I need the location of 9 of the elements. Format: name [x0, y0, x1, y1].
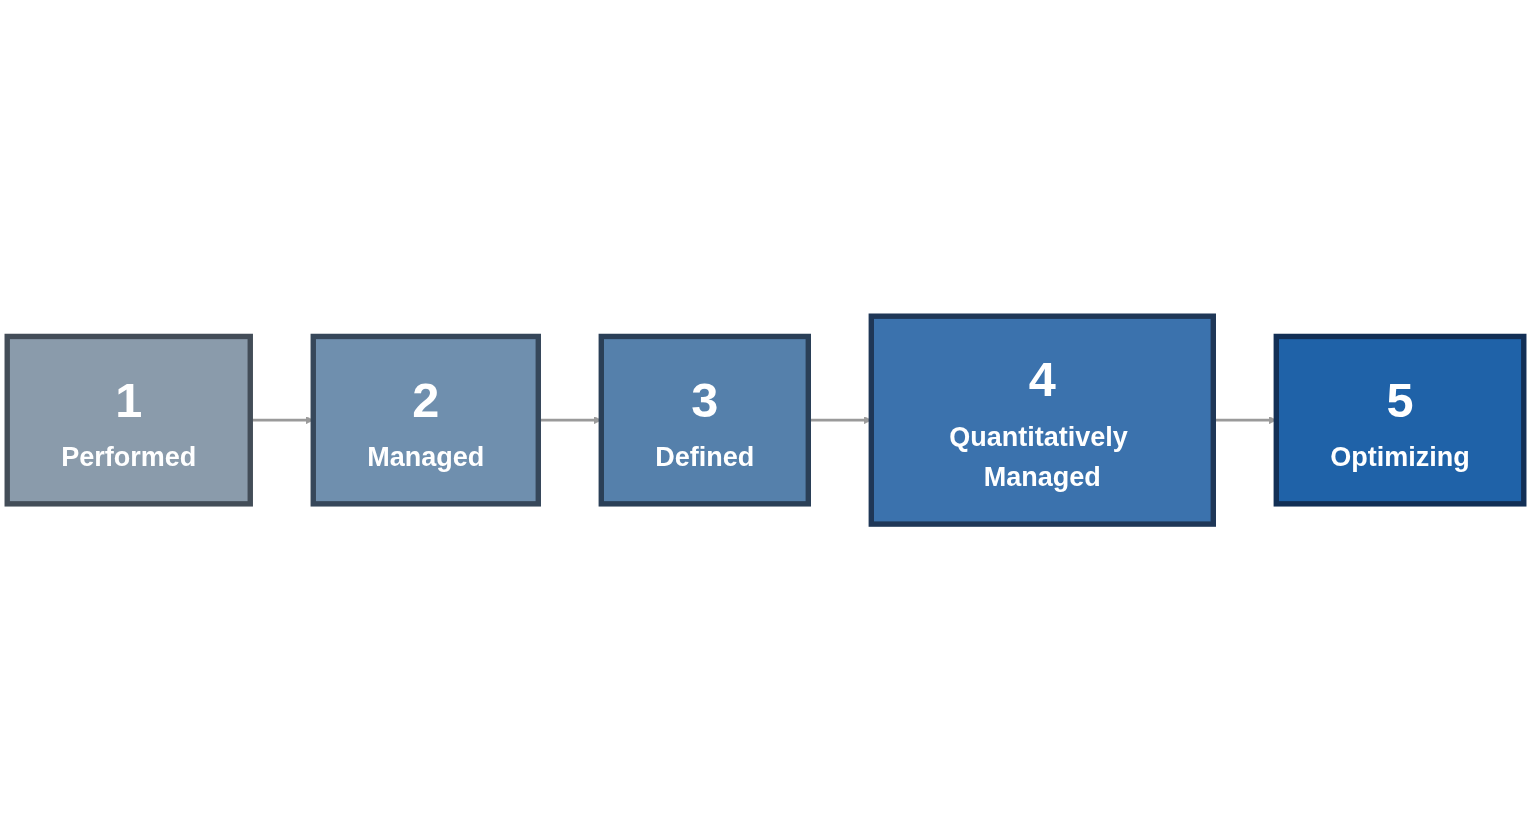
arrow	[538, 416, 602, 424]
node-box: 1 Performed	[4, 333, 253, 507]
node-box: 4 Quantitatively Managed	[868, 313, 1216, 527]
arrow	[250, 416, 314, 424]
node-box: 5 Optimizing	[1273, 333, 1527, 507]
arrow	[1213, 416, 1277, 424]
node-box: 3 Defined	[598, 333, 811, 507]
arrow	[808, 416, 872, 424]
node-box: 2 Managed	[310, 333, 541, 507]
